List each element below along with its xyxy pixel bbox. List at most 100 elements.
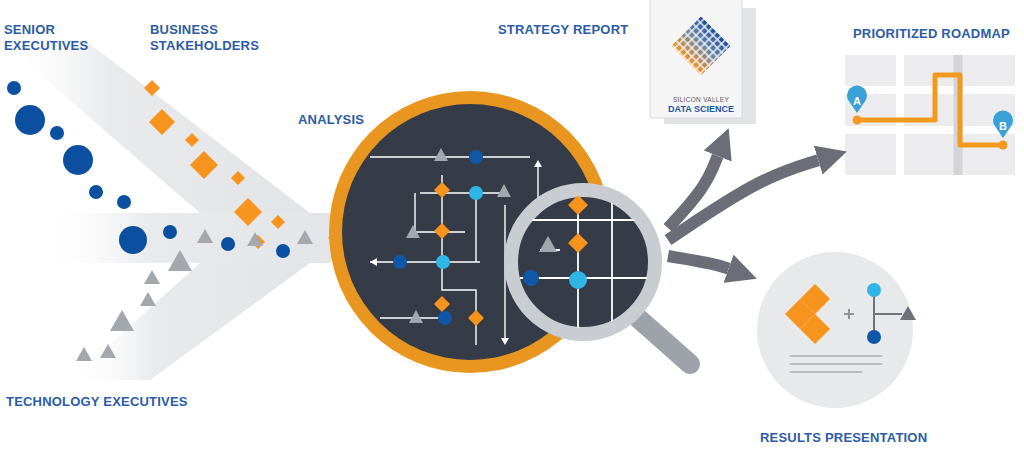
diamond (468, 310, 484, 326)
network-line (475, 193, 476, 262)
plus-bar (848, 309, 850, 319)
triangle (168, 250, 192, 271)
stream-band (40, 213, 352, 263)
arrowhead (534, 160, 542, 167)
dot (221, 237, 235, 251)
triangle (409, 310, 423, 323)
triangle (497, 184, 511, 197)
dot (89, 185, 103, 199)
report-logo (671, 16, 730, 75)
diamond (434, 296, 450, 312)
diamond (434, 182, 450, 198)
triangle (434, 148, 448, 161)
triangle (406, 225, 420, 238)
network-line (611, 200, 613, 340)
stream-band (70, 263, 310, 380)
map-marker-letter: B (996, 119, 1010, 133)
text-line (790, 355, 882, 357)
network-line (370, 156, 530, 157)
results-node: RESULTS PRESENTATION (755, 250, 1020, 449)
map-marker-letter: A (850, 94, 864, 108)
dot (50, 126, 64, 140)
map-pin (847, 85, 867, 113)
arrowhead (501, 338, 509, 345)
group-label: SENIOR EXECUTIVES (4, 22, 99, 54)
logo-grid (671, 16, 730, 75)
technology-triangles (76, 229, 313, 361)
magnifier-handle (638, 318, 690, 364)
logo-text: SILICON VALLEY (658, 96, 744, 104)
text-line (790, 371, 862, 373)
triangle (140, 292, 156, 306)
flow-arrow (668, 256, 729, 269)
road (845, 126, 1015, 134)
triangle (110, 310, 134, 331)
map-roads (845, 55, 1015, 175)
triangle (247, 232, 263, 246)
dot (867, 283, 881, 297)
diamond (149, 109, 175, 135)
mini-network (874, 292, 902, 336)
results-disc (757, 252, 913, 408)
magnifier (511, 190, 690, 364)
input-streams (0, 40, 352, 380)
diamond (185, 133, 199, 147)
dot (436, 255, 450, 269)
dot (119, 226, 147, 254)
dot (117, 195, 131, 209)
diamond (434, 223, 450, 239)
magnifier-lens (511, 190, 655, 334)
group-label: TECHNOLOGY EXECUTIVES (6, 394, 188, 410)
dot (7, 81, 21, 95)
diamond (271, 215, 285, 229)
road (845, 86, 1015, 94)
dot (276, 244, 290, 258)
diamond (568, 233, 588, 253)
triangle (144, 270, 160, 284)
node-heading: STRATEGY REPORT (498, 22, 628, 38)
group-label: BUSINESS STAKEHOLDERS (150, 22, 265, 54)
node-heading: ANALYSIS (298, 112, 364, 128)
dot (438, 311, 452, 325)
triangle (100, 344, 116, 358)
network-line (370, 261, 480, 262)
dot (523, 270, 539, 286)
triangle (76, 347, 92, 361)
dot (469, 186, 483, 200)
arrowhead (370, 258, 377, 266)
triangle (297, 230, 313, 244)
triangle (197, 229, 213, 243)
network-line (874, 313, 902, 315)
diamond (190, 151, 218, 179)
text-lines (790, 356, 882, 372)
stream-band (0, 40, 310, 213)
network-line (520, 219, 650, 221)
network-line (420, 192, 505, 193)
strategy-report-pages (650, 0, 756, 124)
node-heading: RESULTS PRESENTATION (760, 430, 927, 446)
lens-content (520, 190, 650, 340)
dot (393, 255, 407, 269)
dot (63, 145, 93, 175)
route-end (999, 141, 1008, 150)
analysis-node: ANALYSIS (290, 92, 668, 378)
roadmap-node: PRIORITIZED ROADMAP (845, 18, 1020, 178)
report-node: STRATEGY REPORT SILICON VALLEYDATA SCIENC… (495, 0, 760, 130)
stakeholder-diamonds (144, 80, 342, 249)
executive-dots (7, 81, 290, 258)
logo-text: DATA SCIENCE (658, 104, 744, 114)
map-pin (993, 110, 1013, 138)
network-nodes (393, 148, 511, 326)
route-end (853, 116, 862, 125)
dot (867, 330, 881, 344)
dot (163, 225, 177, 239)
flow-arrow (668, 160, 818, 240)
dot (469, 150, 483, 164)
dot (15, 105, 45, 135)
diamond (800, 314, 830, 344)
